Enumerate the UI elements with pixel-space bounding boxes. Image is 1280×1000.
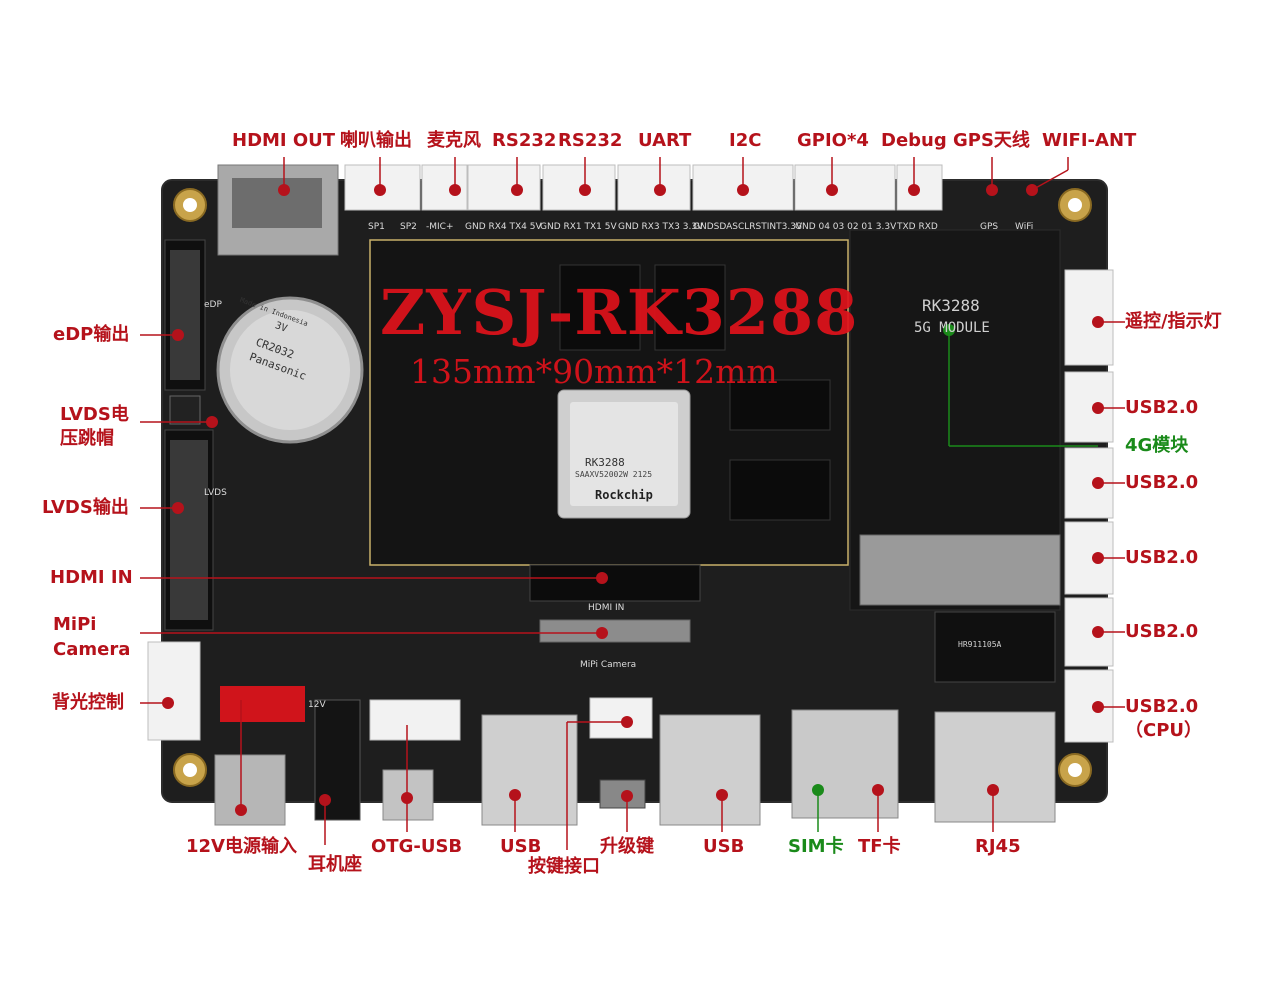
- right-connector: [1064, 269, 1114, 743]
- connector-silk: GND RX1 TX1 5V: [540, 222, 617, 232]
- label-speaker-out: 喇叭输出: [340, 130, 412, 151]
- label-usb-1: USB: [500, 836, 542, 857]
- label-debug: Debug: [881, 130, 947, 151]
- backlight-connector: [147, 641, 201, 741]
- rj45-chip: HR911105A: [958, 640, 1002, 649]
- silk-wifi: WiFi: [1015, 222, 1034, 232]
- label-lvds-jumper-1: LVDS电: [60, 404, 129, 425]
- label-mipi: MiPi: [53, 614, 97, 635]
- label-uart: UART: [638, 130, 692, 151]
- label-backlight: 背光控制: [52, 692, 124, 713]
- label-camera: Camera: [53, 639, 131, 660]
- label-i2c: I2C: [729, 130, 762, 151]
- label-microphone: 麦克风: [427, 130, 481, 151]
- label-cpu-note: （CPU）: [1125, 720, 1203, 741]
- mini-pcie-slot: [859, 534, 1061, 606]
- usb-port-b: [659, 714, 761, 826]
- label-hdmi-out: HDMI OUT: [232, 130, 336, 151]
- label-sim-card: SIM卡: [788, 836, 844, 857]
- label-tf-card: TF卡: [858, 836, 901, 857]
- label-gps-antenna: GPS天线: [953, 130, 1030, 151]
- label-usb2-3: USB2.0: [1125, 547, 1199, 568]
- connector-silk: SP2: [400, 222, 417, 232]
- label-upgrade-key: 升级键: [600, 836, 654, 857]
- top-connector: [344, 164, 943, 211]
- label-key-interface: 按键接口: [528, 856, 600, 877]
- label-rj45: RJ45: [975, 836, 1021, 857]
- connector-silk: GND 04 03 02 01 3.3V: [795, 222, 897, 232]
- label-hdmi-in: HDMI IN: [50, 567, 133, 588]
- leader-dot: [162, 184, 1104, 816]
- connector-silk: SP1: [368, 222, 385, 232]
- soc-model: RK3288: [585, 456, 625, 469]
- connector-silk: GND RX3 TX3 3.3V: [618, 222, 704, 232]
- leader-dot-green: [812, 324, 955, 796]
- label-usb-2: USB: [703, 836, 745, 857]
- board-title: ZYSJ-RK3288: [380, 276, 859, 349]
- power-connector-red: [220, 686, 305, 722]
- key-connector-2: [589, 697, 653, 739]
- connector-silk: GND RX4 TX4 5V: [465, 222, 542, 232]
- label-edp-out: eDP输出: [53, 324, 130, 345]
- connector-silk: -MIC+: [426, 222, 454, 232]
- label-lvds-out: LVDS输出: [42, 497, 129, 518]
- label-rs232-1: RS232: [492, 130, 557, 151]
- connector-silk: GNDSDASCLRSTINT3.3V: [693, 222, 803, 232]
- hdmi-in-header: [529, 564, 701, 602]
- label-gpio: GPIO*4: [797, 130, 869, 151]
- label-usb2-4: USB2.0: [1125, 621, 1199, 642]
- ethernet-chip: [934, 611, 1056, 683]
- label-remote-indicator: 遥控/指示灯: [1125, 311, 1222, 332]
- silk-edp: eDP: [204, 300, 222, 310]
- sim-tf-slot: [791, 709, 899, 819]
- label-otg-usb: OTG-USB: [371, 836, 463, 857]
- dc-jack: [214, 754, 286, 826]
- silk-12v: 12V: [308, 700, 326, 710]
- silk-hdmi-in: HDMI IN: [588, 603, 625, 613]
- connector-silk: TXD RXD: [897, 222, 938, 232]
- mounting-hole: [173, 188, 1092, 787]
- lvds-jumper: [169, 395, 201, 425]
- rj45-jack: [934, 711, 1056, 823]
- memory-chip: [559, 264, 831, 521]
- module-label-2: 5G MODULE: [914, 320, 990, 336]
- module-label-1: RK3288: [922, 296, 980, 315]
- label-lvds-jumper-2: 压跳帽: [60, 428, 114, 449]
- silk-gps: GPS: [980, 222, 999, 232]
- label-12v-power: 12V电源输入: [186, 836, 297, 857]
- mipi-fpc: [539, 619, 691, 643]
- key-connector: [369, 699, 461, 741]
- label-rs232-2: RS232: [558, 130, 623, 151]
- label-4g-module: 4G模块: [1125, 435, 1189, 456]
- label-usb2-1: USB2.0: [1125, 397, 1199, 418]
- leader-line-green: [817, 330, 1098, 832]
- label-headphone: 耳机座: [308, 854, 362, 875]
- soc-brand: Rockchip: [595, 488, 653, 502]
- label-usb2-2: USB2.0: [1125, 472, 1199, 493]
- label-usb2-cpu: USB2.0: [1125, 696, 1199, 717]
- board-dimensions: 135mm*90mm*12mm: [410, 352, 778, 391]
- silk-lvds: LVDS: [204, 488, 227, 498]
- silk-mipi: MiPi Camera: [580, 660, 637, 670]
- label-wifi-ant: WIFI-ANT: [1042, 130, 1137, 151]
- soc-code: SAAXV52002W 2125: [575, 470, 653, 479]
- usb-port-a: [481, 714, 578, 826]
